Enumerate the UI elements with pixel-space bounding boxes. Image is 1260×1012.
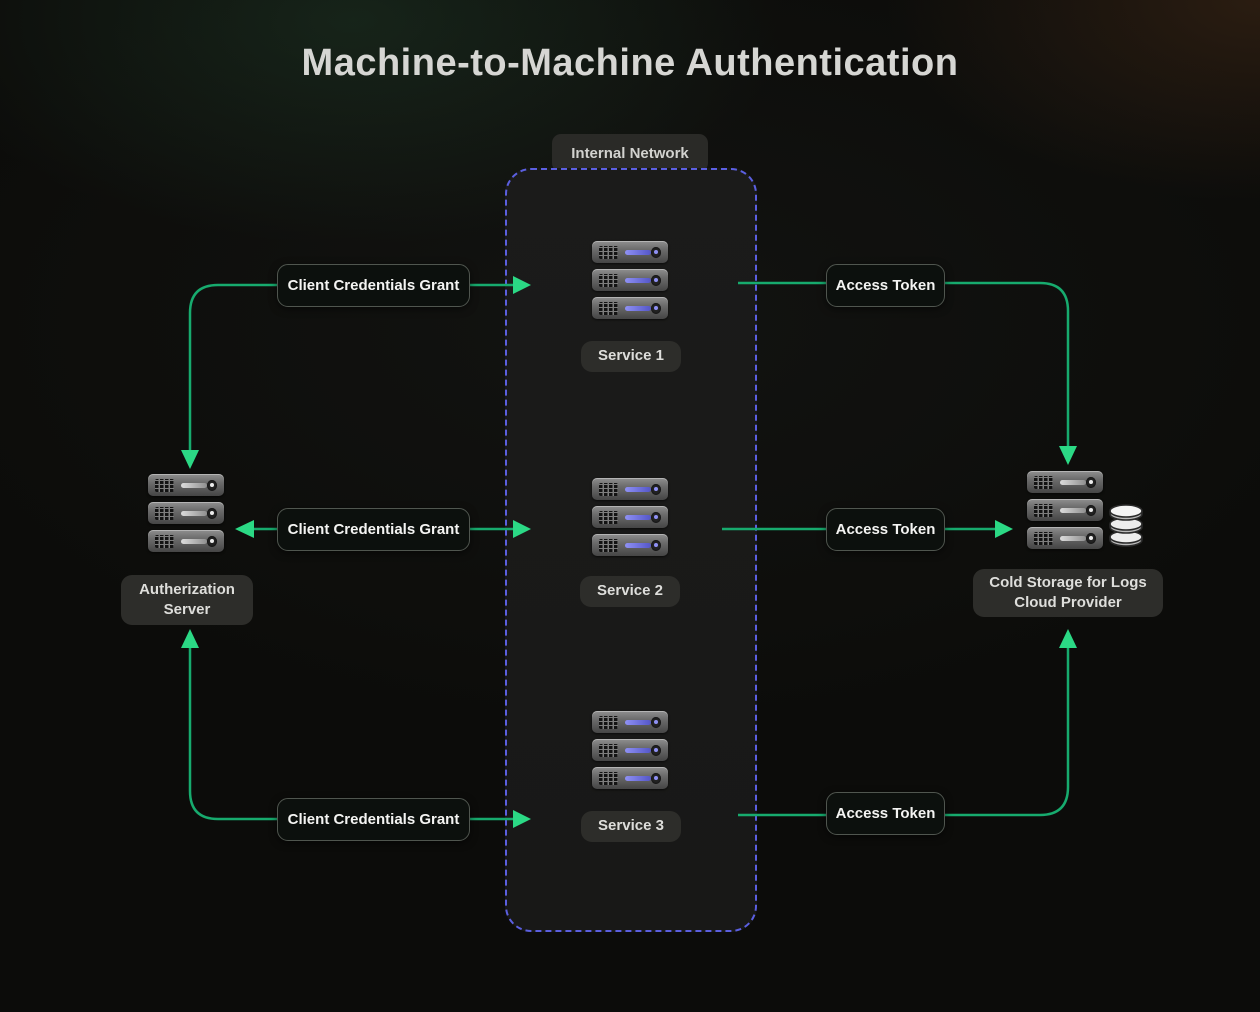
arrow-up-icon	[181, 629, 199, 648]
server-rack-icon	[592, 711, 668, 733]
led-bar-icon	[624, 542, 651, 548]
service1-servers	[592, 241, 668, 319]
led-bar-icon	[624, 719, 651, 725]
server-rack-icon	[592, 297, 668, 319]
server-vents-icon	[1034, 531, 1053, 545]
led-bar-icon	[624, 249, 651, 255]
service3-label: Service 3	[581, 811, 681, 842]
power-led-icon	[650, 302, 661, 314]
led-bar-icon	[624, 775, 651, 781]
led-bar-icon	[624, 514, 651, 520]
power-led-icon	[650, 716, 661, 728]
client-credentials-grant-box-3: Client Credentials Grant	[277, 798, 470, 841]
connector-grant1-to-auth	[188, 283, 470, 450]
auth-server-label: Autherization Server	[121, 575, 253, 625]
auth-server-servers	[148, 474, 224, 552]
led-bar-icon	[624, 486, 651, 492]
server-vents-icon	[1034, 503, 1053, 517]
power-led-icon	[650, 772, 661, 784]
page-title: Machine-to-Machine Authentication	[301, 42, 959, 84]
client-credentials-grant-box-2: Client Credentials Grant	[277, 508, 470, 551]
server-vents-icon	[599, 301, 618, 315]
arrow-left-icon	[235, 520, 254, 538]
connector-grant3-to-auth	[188, 648, 277, 821]
server-vents-icon	[599, 482, 618, 496]
power-led-icon	[1085, 504, 1096, 516]
power-led-icon	[1085, 532, 1096, 544]
cold-storage-label: Cold Storage for Logs Cloud Provider	[973, 569, 1163, 617]
server-vents-icon	[599, 538, 618, 552]
database-icon	[1109, 504, 1143, 547]
power-led-icon	[206, 507, 217, 519]
server-rack-icon	[592, 478, 668, 500]
arrow-down-icon	[181, 450, 199, 469]
server-vents-icon	[155, 506, 174, 520]
power-led-icon	[206, 479, 217, 491]
led-bar-icon	[624, 305, 651, 311]
power-led-icon	[206, 535, 217, 547]
internal-network-label: Internal Network	[571, 144, 689, 162]
cold-storage-servers	[1027, 471, 1103, 549]
server-vents-icon	[599, 771, 618, 785]
server-rack-icon	[148, 502, 224, 524]
service1-label: Service 1	[581, 341, 681, 372]
service2-label: Service 2	[580, 576, 680, 607]
power-led-icon	[650, 274, 661, 286]
server-rack-icon	[148, 530, 224, 552]
server-rack-icon	[592, 269, 668, 291]
server-vents-icon	[155, 534, 174, 548]
led-bar-icon	[1059, 535, 1086, 541]
client-credentials-grant-box-1: Client Credentials Grant	[277, 264, 470, 307]
server-vents-icon	[599, 273, 618, 287]
service3-servers	[592, 711, 668, 789]
power-led-icon	[1085, 476, 1096, 488]
server-rack-icon	[592, 506, 668, 528]
power-led-icon	[650, 246, 661, 258]
access-token-box-1: Access Token	[826, 264, 945, 307]
access-token-box-2: Access Token	[826, 508, 945, 551]
internal-network-tab: Internal Network	[552, 134, 708, 172]
access-token-box-3: Access Token	[826, 792, 945, 835]
led-bar-icon	[180, 538, 207, 544]
server-rack-icon	[1027, 471, 1103, 493]
service2-servers	[592, 478, 668, 556]
server-vents-icon	[599, 510, 618, 524]
server-vents-icon	[599, 245, 618, 259]
led-bar-icon	[1059, 479, 1086, 485]
server-vents-icon	[599, 715, 618, 729]
server-vents-icon	[1034, 475, 1053, 489]
arrow-up-icon	[1059, 629, 1077, 648]
led-bar-icon	[180, 482, 207, 488]
arrow-down-icon	[1059, 446, 1077, 465]
led-bar-icon	[624, 747, 651, 753]
server-rack-icon	[1027, 527, 1103, 549]
server-rack-icon	[592, 767, 668, 789]
server-rack-icon	[592, 241, 668, 263]
server-rack-icon	[592, 739, 668, 761]
power-led-icon	[650, 744, 661, 756]
led-bar-icon	[624, 277, 651, 283]
server-rack-icon	[592, 534, 668, 556]
server-vents-icon	[599, 743, 618, 757]
led-bar-icon	[180, 510, 207, 516]
power-led-icon	[650, 483, 661, 495]
power-led-icon	[650, 539, 661, 551]
server-rack-icon	[1027, 499, 1103, 521]
connector-token3-to-storage	[945, 648, 1070, 817]
arrow-right-icon	[995, 520, 1013, 538]
server-vents-icon	[155, 478, 174, 492]
connector-token1-to-storage	[945, 281, 1070, 446]
server-rack-icon	[148, 474, 224, 496]
led-bar-icon	[1059, 507, 1086, 513]
power-led-icon	[650, 511, 661, 523]
